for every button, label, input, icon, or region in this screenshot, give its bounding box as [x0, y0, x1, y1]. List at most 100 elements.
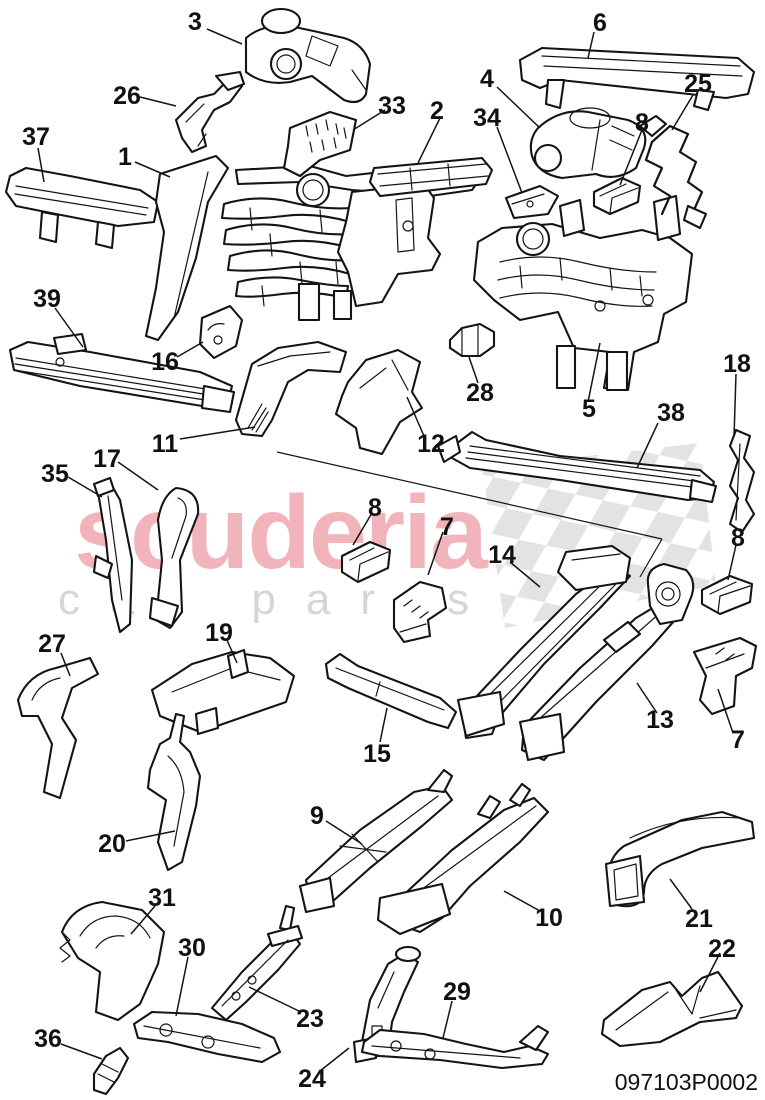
part-label-2: 2: [430, 97, 444, 125]
part-label-10: 10: [535, 904, 563, 932]
part-drawing-29: [360, 1024, 550, 1070]
leader-lines-layer: [37, 28, 737, 1072]
part-label-17: 17: [93, 445, 121, 473]
part-drawing-27: [16, 656, 100, 800]
leader-line-9: [325, 820, 363, 845]
part-drawing-21: [604, 810, 756, 908]
part-drawing-35: [92, 476, 134, 634]
part-label-23: 23: [296, 1005, 324, 1033]
leader-line-16: [176, 341, 204, 358]
reference-line-2: [639, 538, 663, 578]
part-drawing-8a: [592, 176, 642, 216]
part-drawing-13: [518, 598, 684, 762]
part-drawing-23: [210, 904, 304, 1022]
part-drawing-5: [472, 194, 694, 392]
leader-line-34: [496, 126, 523, 194]
leader-line-25: [671, 94, 694, 131]
leader-line-14: [509, 561, 541, 588]
part-drawing-31: [59, 900, 166, 1022]
part-drawing-11: [234, 340, 348, 438]
part-drawing-28: [448, 322, 496, 358]
part-label-30: 30: [178, 934, 206, 962]
leader-line-3: [206, 28, 243, 45]
leader-line-39: [54, 307, 84, 348]
leader-line-10: [503, 890, 541, 912]
part-drawing-22: [600, 970, 744, 1048]
part-label-7: 7: [440, 513, 454, 541]
part-label-12: 12: [417, 430, 445, 458]
leader-line-20: [125, 830, 176, 842]
part-label-21: 21: [685, 905, 713, 933]
part-drawing-10: [376, 782, 550, 936]
leader-line-7-2: [717, 688, 734, 734]
part-label-4: 4: [480, 65, 494, 93]
part-drawing-30: [132, 1010, 282, 1064]
leader-line-2: [417, 117, 441, 164]
part-label-5: 5: [582, 395, 596, 423]
leader-line-31: [130, 905, 156, 935]
part-label-36: 36: [34, 1025, 62, 1053]
leader-line-36: [60, 1043, 103, 1060]
part-drawing-4: [529, 107, 647, 180]
part-label-13: 13: [646, 706, 674, 734]
part-label-39: 39: [33, 285, 61, 313]
leader-line-7: [427, 531, 444, 576]
part-drawing-26: [174, 70, 246, 154]
part-label-37: 37: [22, 123, 50, 151]
leader-line-24: [319, 1047, 350, 1072]
leader-line-27: [60, 652, 71, 677]
leader-line-29: [442, 1000, 453, 1039]
part-drawing-16: [198, 304, 244, 360]
part-label-16: 16: [151, 348, 179, 376]
part-label-24: 24: [298, 1065, 326, 1093]
part-drawing-12: [334, 348, 424, 456]
part-label-26: 26: [113, 82, 141, 110]
part-label-6: 6: [593, 9, 607, 37]
part-drawing-36: [92, 1046, 130, 1096]
part-label-15: 15: [363, 740, 391, 768]
part-drawing-33: [282, 110, 358, 178]
leader-line-37: [37, 147, 45, 183]
part-drawing-15: [324, 652, 458, 730]
part-drawing-8c: [700, 574, 754, 616]
leader-line-15: [379, 707, 388, 743]
part-label-14: 14: [488, 541, 516, 569]
leader-line-18: [733, 373, 737, 438]
part-drawing-17: [148, 486, 200, 630]
leader-line-8-2: [352, 512, 373, 546]
leader-line-19: [226, 639, 238, 664]
part-drawing-7b: [692, 636, 758, 716]
part-drawing-34: [504, 184, 560, 220]
part-label-31: 31: [148, 884, 176, 912]
part-label-28: 28: [466, 379, 494, 407]
reference-line-1: [276, 451, 663, 540]
leader-line-8: [619, 129, 643, 186]
watermark-brand: scuderia: [74, 475, 489, 591]
part-label-19: 19: [205, 619, 233, 647]
leader-line-28: [468, 356, 479, 384]
part-drawing-8b: [340, 540, 392, 584]
parts-layer: [4, 7, 758, 1096]
part-drawing-37: [4, 166, 160, 250]
part-drawing-7a: [392, 580, 448, 644]
leader-line-13: [636, 682, 658, 714]
leader-line-38: [636, 422, 659, 469]
part-label-33: 33: [378, 92, 406, 120]
part-drawing-13-bracket: [646, 562, 695, 626]
part-label-11: 11: [152, 430, 179, 458]
leader-line-23: [248, 986, 302, 1013]
part-label-27: 27: [38, 630, 66, 658]
part-label-29: 29: [443, 978, 471, 1006]
leader-line-17: [117, 461, 159, 491]
leader-line-26: [139, 96, 177, 107]
part-label-35: 35: [41, 460, 69, 488]
part-drawing-18: [728, 428, 756, 534]
part-label-1: 1: [118, 143, 132, 171]
part-drawing-9: [298, 768, 454, 914]
leader-line-5: [587, 342, 601, 403]
leader-line-21: [669, 878, 693, 910]
part-label-25: 25: [684, 70, 712, 98]
leader-line-8-3: [727, 544, 737, 581]
